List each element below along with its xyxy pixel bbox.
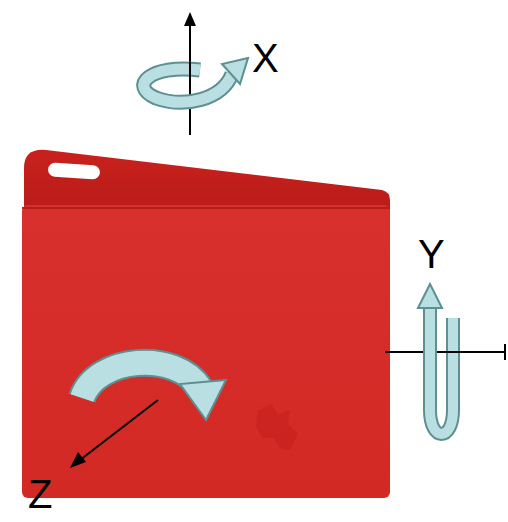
axis-label-y: Y [418, 234, 445, 274]
axis-label-x: X [252, 38, 279, 78]
x-rotation-symbol [144, 12, 248, 135]
axis-label-z: Z [28, 474, 52, 514]
device-body [22, 150, 390, 498]
z-rotation-symbol [70, 363, 226, 468]
y-rotation-symbol [385, 284, 505, 434]
